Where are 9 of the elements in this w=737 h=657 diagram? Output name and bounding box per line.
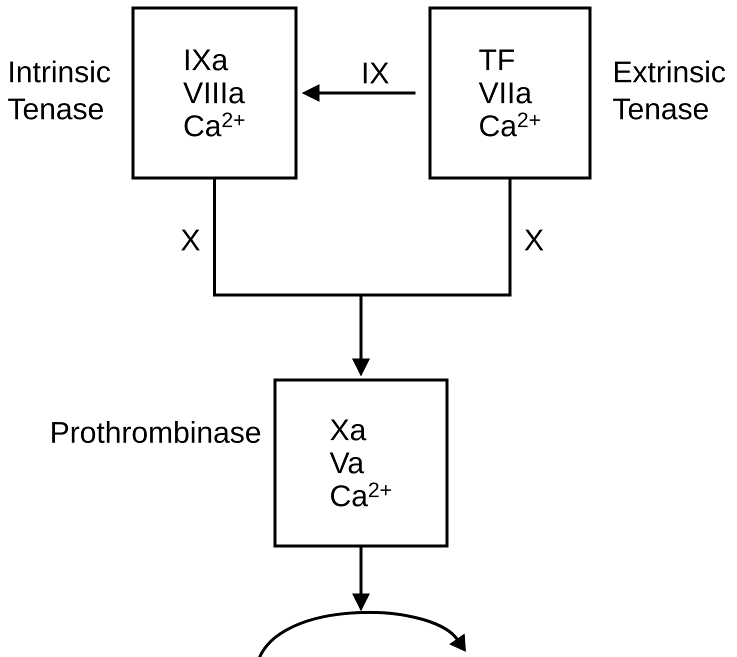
complex-box: IXa VIIIa Ca$^{2+}$ [132, 6, 298, 180]
edge-label: X [523, 228, 545, 252]
complex-label: Prothrombinase [52, 420, 260, 444]
complex-label: Intrinsic Tenase [8, 60, 110, 120]
complex-box: TF VIIa Ca$^{2+}$ [428, 6, 592, 180]
complex-label: Extrinsic Tenase [613, 60, 726, 120]
complex-box: Xa Va Ca$^{2+}$ [274, 378, 448, 548]
edge-label: IX [360, 62, 390, 84]
edge-label: X [180, 228, 202, 252]
